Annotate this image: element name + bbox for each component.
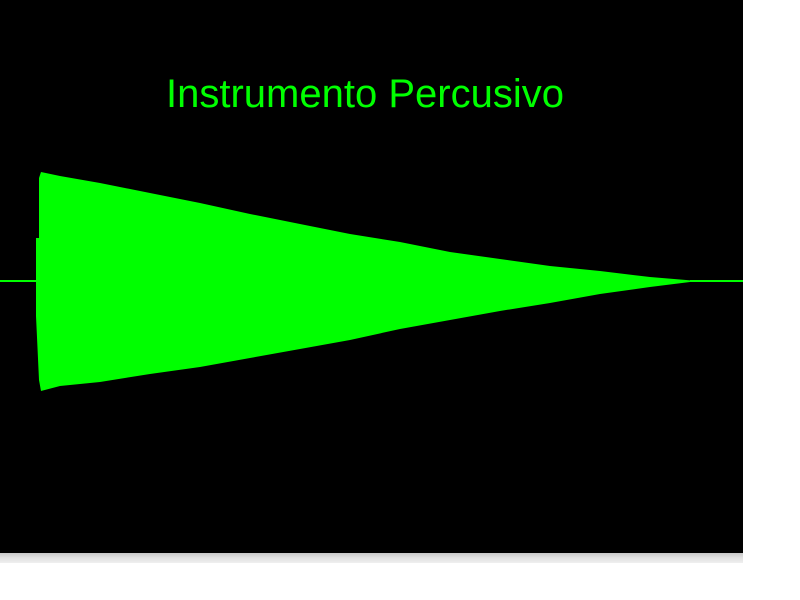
oscilloscope-display: Instrumento Percusivo [0, 0, 743, 553]
waveform-title: Instrumento Percusivo [166, 72, 564, 116]
waveform-plot [0, 172, 743, 391]
decay-envelope [36, 172, 698, 391]
bottom-divider [0, 553, 743, 563]
